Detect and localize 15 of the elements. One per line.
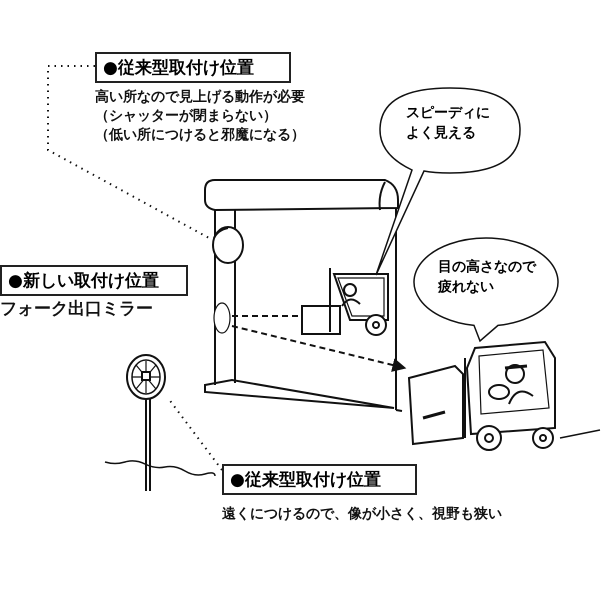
bubble-text: スピーディによく見える: [406, 104, 491, 143]
leader-line: [47, 65, 210, 239]
heading-label: ●従来型取付け位置: [222, 464, 417, 495]
speech-bubble: [410, 235, 562, 343]
note-text: 高い所なので見上げる動作が必要: [95, 88, 305, 107]
mirror-drawing: [212, 302, 232, 334]
sightline-arrow: [232, 325, 406, 372]
note-text: （低い所につけると邪魔になる）: [95, 126, 305, 145]
product-label: フォーク出口ミラー: [0, 300, 153, 319]
bubble-text: 目の高さなので疲れない: [438, 258, 538, 297]
heading-label: ●新しい取付け位置: [0, 265, 188, 296]
heading-label: ●従来型取付け位置: [95, 52, 291, 83]
note-text: 遠くにつけるので、像が小さく、視野も狭い: [222, 505, 502, 524]
note-text: （シャッターが閉まらない）: [95, 107, 278, 126]
mirror-drawing: [124, 353, 168, 493]
